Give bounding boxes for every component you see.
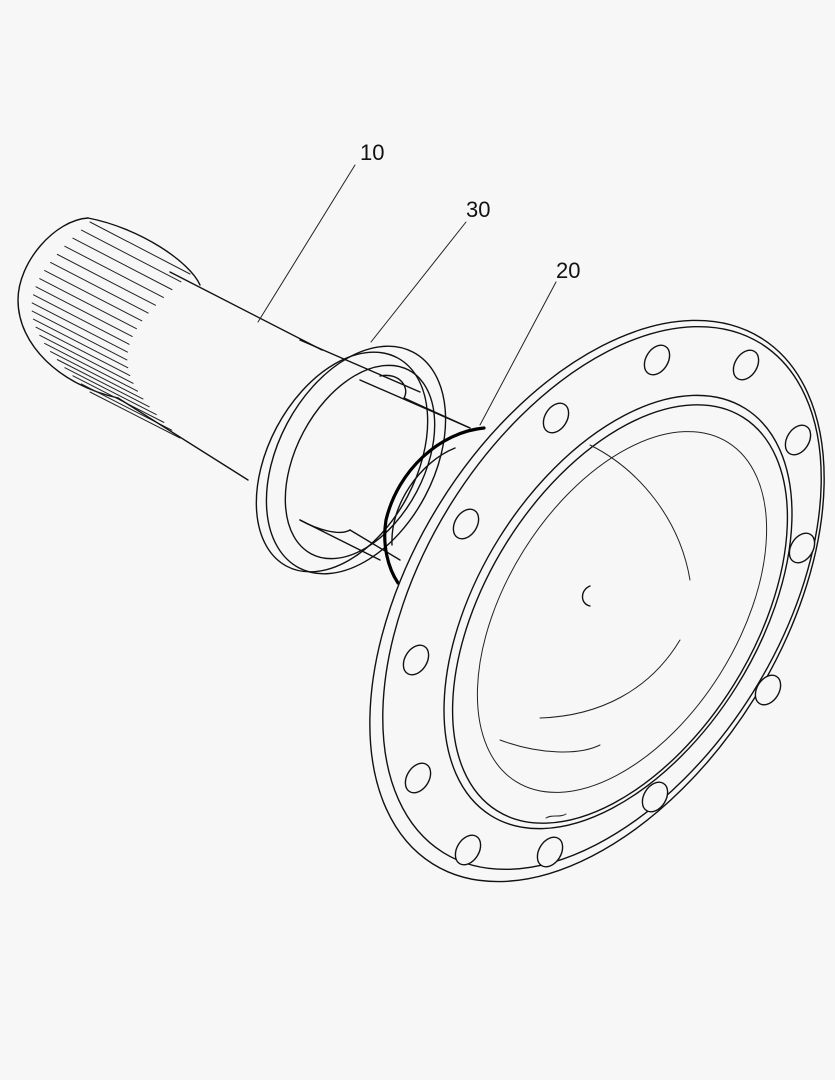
spline-tooth (80, 229, 182, 283)
spline-tooth (35, 286, 133, 337)
splined-shaft-end (17, 217, 201, 439)
label-10: 10 (360, 140, 384, 165)
spline-tooth (56, 359, 150, 408)
shaft-body (117, 271, 471, 561)
spline-tooth (39, 334, 134, 384)
bolt-hole (452, 508, 480, 540)
bolt-hole (404, 762, 432, 794)
spline-tooth (44, 342, 139, 392)
bolt-hole (754, 674, 782, 706)
spline-tooth (64, 245, 164, 298)
wheel-flange (369, 319, 825, 883)
spline-tooth (31, 302, 128, 353)
retaining-ring (383, 426, 486, 585)
spline-tooth (32, 318, 129, 369)
bolt-hole (643, 344, 671, 376)
bolt-hole (788, 532, 816, 564)
label-20: 20 (556, 258, 580, 283)
reference-labels: 10 30 20 (257, 140, 580, 426)
bolt-hole (454, 834, 482, 866)
seal-ring (255, 345, 447, 575)
leader-line-30 (370, 221, 467, 343)
bolt-hole (542, 402, 570, 434)
spline-tooth (50, 261, 149, 314)
leader-line-10 (257, 164, 356, 323)
spline-tooth (72, 237, 173, 291)
spline-tooth (31, 310, 128, 361)
spline-tooth (50, 351, 144, 400)
bolt-hole (641, 781, 669, 813)
bolt-hole (536, 836, 564, 868)
bolt-hole (784, 424, 812, 456)
spline-tooth (39, 278, 137, 330)
leader-line-20 (479, 281, 557, 426)
spline-tooth (89, 391, 181, 439)
spline-tooth (35, 326, 131, 377)
spline-tooth (32, 294, 130, 345)
spline-tooth (72, 375, 165, 423)
bearing-seat (349, 397, 471, 561)
label-30: 30 (466, 197, 490, 222)
spline-tooth (89, 221, 191, 275)
bolt-hole (402, 644, 430, 676)
bolt-holes (402, 344, 816, 868)
spline-teeth (31, 221, 191, 439)
spline-tooth (64, 367, 157, 416)
spline-tooth (44, 270, 143, 322)
spline-tooth (56, 253, 156, 306)
bolt-hole (732, 349, 760, 381)
